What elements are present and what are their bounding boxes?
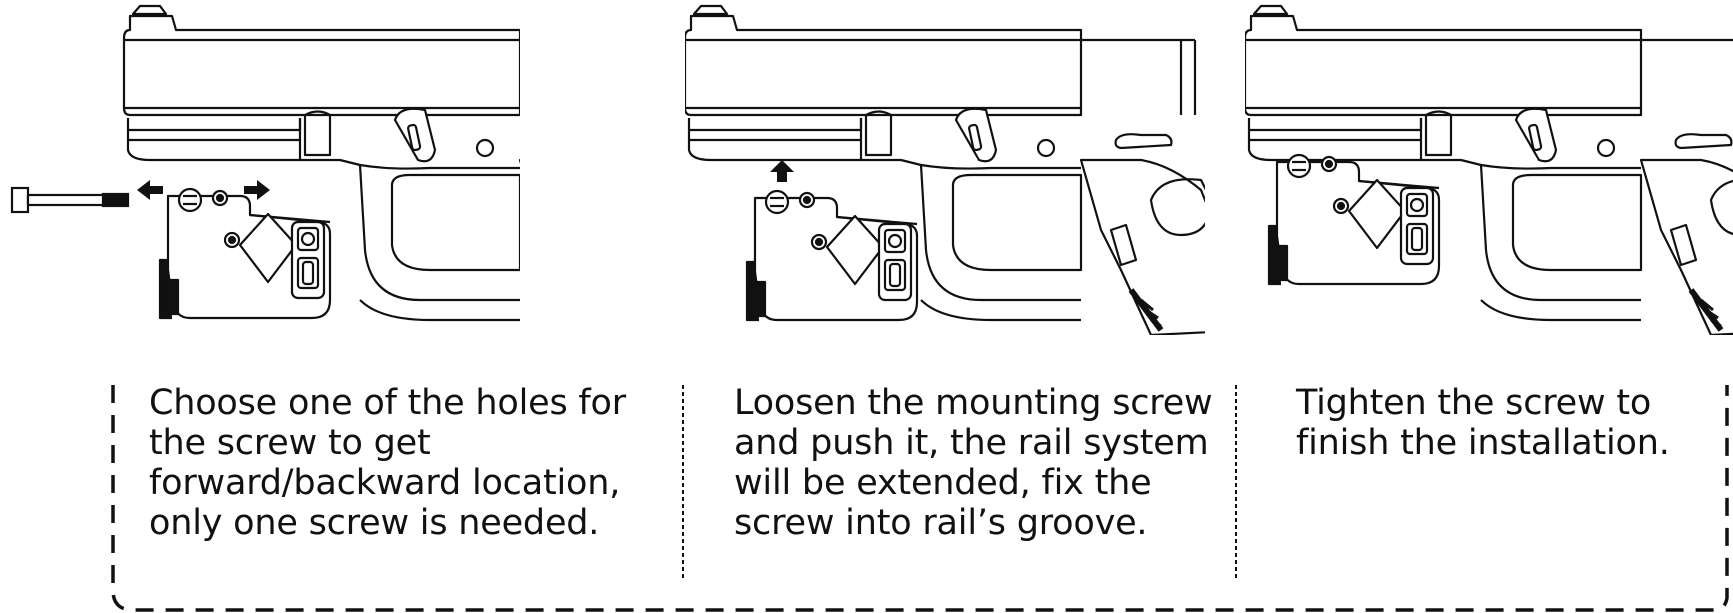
step-1-text: Choose one of the holes for the screw to… — [149, 383, 626, 543]
arrow-right-icon — [244, 180, 270, 200]
step-3-text: Tighten the screw to finish the installa… — [1296, 383, 1670, 463]
step-3-illustration — [1245, 0, 1733, 335]
arrow-up-icon — [770, 160, 794, 182]
step-2-illustration — [685, 0, 1205, 335]
screw-icon — [10, 186, 130, 214]
step-2-text: Loosen the mounting screw and push it, t… — [734, 383, 1213, 543]
step-1-illustration — [0, 0, 520, 335]
arrow-left-icon — [137, 180, 163, 200]
